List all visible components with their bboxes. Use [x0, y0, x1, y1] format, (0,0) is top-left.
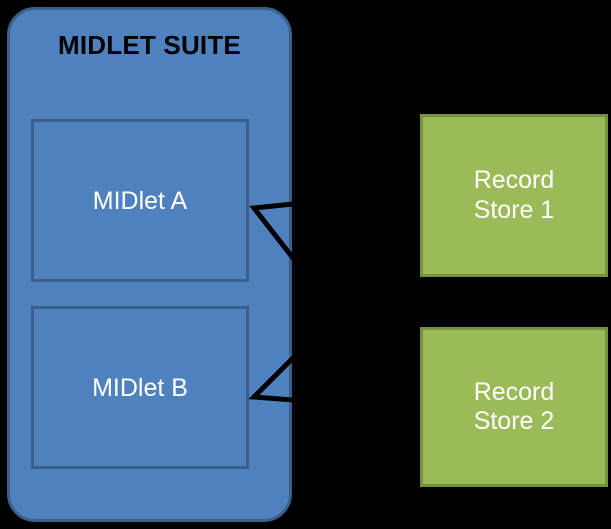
record-store-1-label-line2: Store 1 [473, 195, 555, 224]
midlet-b-label: MIDlet B [92, 373, 188, 402]
record-store-1-label: Record Store 1 [474, 166, 555, 225]
midlet-suite-title: MIDLET SUITE [58, 30, 241, 60]
record-store-1-box: Record Store 1 [420, 114, 608, 277]
record-store-2-label-line2: Store 2 [473, 407, 555, 435]
midlet-a-box: MIDlet A [31, 119, 249, 282]
midlet-a-label: MIDlet A [92, 186, 188, 215]
midlet-b-box: MIDlet B [31, 306, 249, 469]
record-store-2-label: Record Store 2 [474, 378, 555, 437]
record-store-1-label-line1: Record [473, 166, 555, 194]
record-store-2-box: Record Store 2 [420, 327, 608, 487]
record-store-2-label-line1: Record [473, 377, 555, 406]
